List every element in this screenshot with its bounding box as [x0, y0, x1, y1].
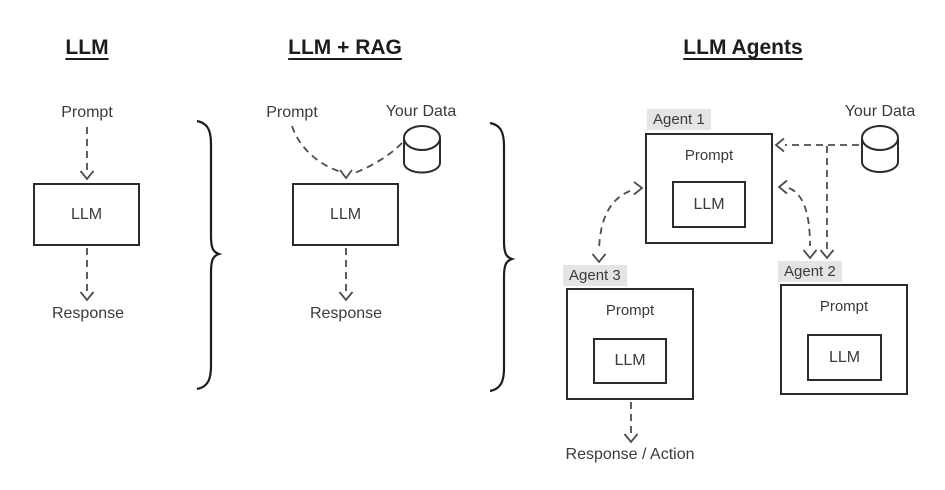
transition-brace-2 [489, 121, 516, 393]
arrow-agent3-to-response [623, 402, 639, 444]
database-icon-agents [861, 125, 899, 173]
llm-box-1-label: LLM [70, 205, 103, 223]
agent3-box: Prompt LLM [566, 288, 694, 400]
arrow-prompt-to-llm-2 [291, 125, 342, 173]
llm-box-2-label: LLM [329, 205, 362, 223]
agent3-name-tag: Agent 3 [563, 265, 627, 286]
agent1-name-tag: Agent 1 [647, 109, 711, 130]
prompt-label-llm: Prompt [61, 104, 113, 121]
database-icon-rag [403, 125, 441, 174]
transition-brace-1 [196, 119, 223, 391]
section-title-llm-rag: LLM + RAG [288, 36, 402, 59]
arrow-data-to-agent2 [819, 146, 835, 260]
prompt-label-rag: Prompt [266, 104, 318, 121]
arrowhead-merge-to-llm-2 [339, 169, 353, 180]
agent2-prompt-label: Prompt [819, 298, 869, 315]
arrow-data-to-agent1 [774, 137, 859, 153]
agent1-llm-box: LLM [672, 181, 746, 228]
llm-box-1: LLM [33, 183, 140, 246]
agent1-box: Prompt LLM [645, 133, 773, 244]
agent2-box: Prompt LLM [780, 284, 908, 395]
llm-box-2: LLM [292, 183, 399, 246]
agent3-prompt-label: Prompt [605, 302, 655, 319]
agent1-prompt-label: Prompt [684, 147, 734, 164]
your-data-label-agents: Your Data [844, 103, 916, 120]
agent2-name-tag: Agent 2 [778, 261, 842, 282]
your-data-label-rag: Your Data [385, 103, 457, 120]
agent3-llm-label: LLM [614, 352, 646, 369]
arrow-agent1-agent3-bidirectional [591, 181, 644, 264]
response-label-llm: Response [51, 305, 125, 322]
arrow-data-to-llm-2 [351, 142, 403, 175]
response-label-rag: Response [309, 305, 383, 322]
arrow-prompt-to-llm-1 [79, 127, 95, 181]
arrow-agent1-agent2-bidirectional [777, 179, 818, 260]
arrow-llm-to-response-2 [338, 248, 354, 302]
agent1-llm-label: LLM [693, 195, 725, 213]
section-title-llm: LLM [65, 36, 109, 59]
arrow-llm-to-response-1 [79, 248, 95, 302]
agent3-llm-box: LLM [593, 338, 667, 384]
agent2-llm-label: LLM [828, 348, 861, 366]
response-action-label: Response / Action [565, 446, 695, 463]
section-title-llm-agents: LLM Agents [683, 36, 803, 59]
agent2-llm-box: LLM [807, 334, 882, 381]
